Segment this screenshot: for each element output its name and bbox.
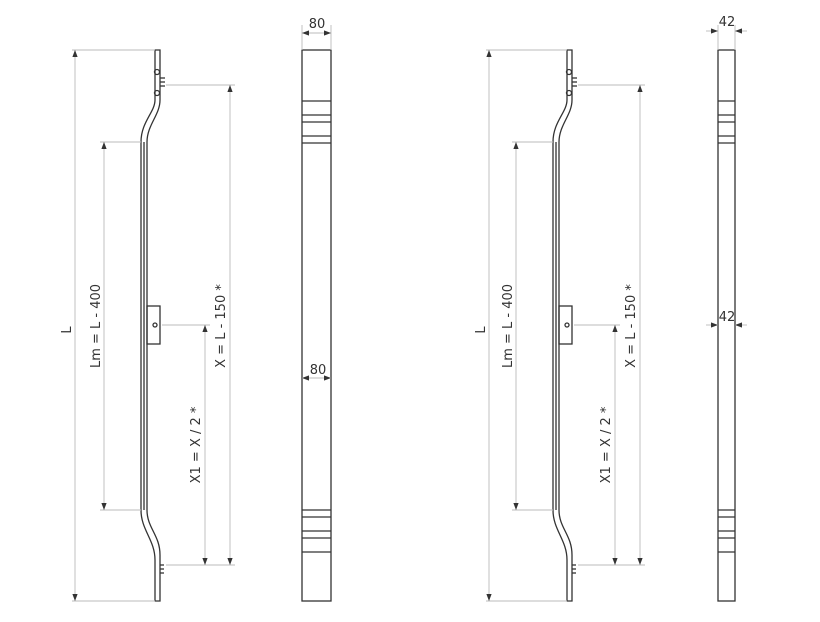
rail-outline	[552, 49, 573, 602]
dimension-X: X = L - 150 *	[624, 284, 639, 368]
side-view-1: L Lm = L - 400 X = L - 150 * X1 = X / 2 …	[60, 49, 235, 602]
bottom-hook-icon	[160, 564, 164, 574]
front-view-2: 42 42	[706, 15, 747, 602]
bottom-hook-icon	[572, 564, 576, 574]
lock-box	[146, 305, 161, 345]
width-middle-42: 42	[719, 310, 736, 325]
width-top-42: 42	[719, 15, 736, 30]
width-middle-80: 80	[310, 363, 327, 378]
dimension-X1: X1 = X / 2 *	[599, 406, 614, 483]
side-view-2: L Lm = L - 400 X = L - 150 * X1 = X / 2 …	[474, 49, 645, 602]
dimension-X: X = L - 150 *	[214, 284, 229, 368]
dimension-L: L	[474, 326, 489, 334]
lock-box	[558, 305, 573, 345]
dimension-Lm: Lm = L - 400	[501, 284, 516, 368]
dimension-Lm: Lm = L - 400	[89, 284, 104, 368]
top-hook-icon	[565, 68, 577, 97]
dimension-L: L	[60, 326, 75, 334]
dimension-X1: X1 = X / 2 *	[189, 406, 204, 483]
top-hook-icon	[153, 68, 165, 97]
width-top-80: 80	[309, 17, 326, 32]
front-view-1: 80 80	[301, 17, 332, 602]
rail-outline	[140, 49, 161, 602]
